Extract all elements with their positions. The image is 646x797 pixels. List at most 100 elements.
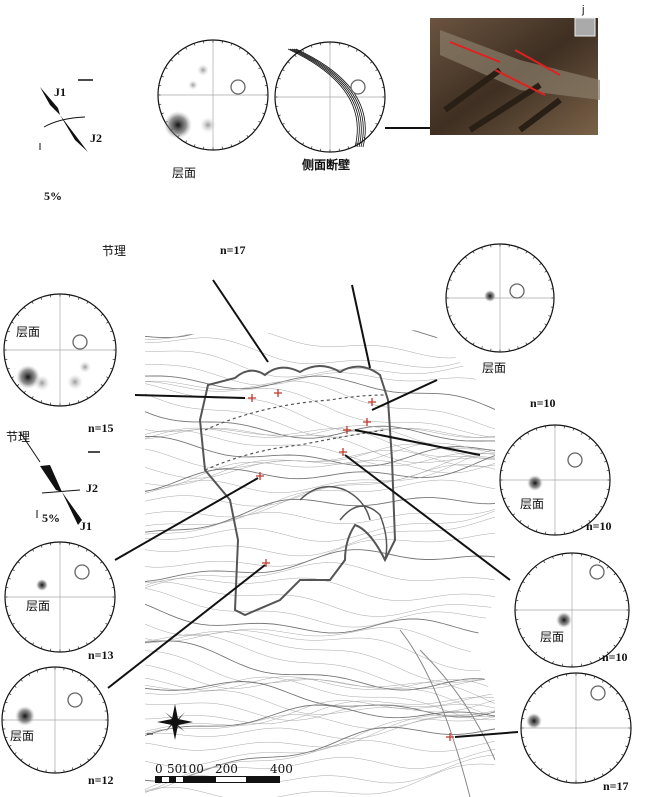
contour-line xyxy=(145,640,495,691)
sample-cross xyxy=(446,733,454,741)
pole-density xyxy=(15,706,35,726)
road xyxy=(399,629,471,797)
great-circle xyxy=(287,48,358,148)
slope-pole-circle xyxy=(350,79,366,95)
road xyxy=(419,649,495,761)
contour-line xyxy=(145,453,495,507)
contour-line xyxy=(145,577,495,601)
scale-tick-label: 200 xyxy=(215,762,238,776)
count-right-middle: n=10 xyxy=(602,650,628,664)
contour-line xyxy=(145,581,495,617)
bedding-label-right-top: 层面 xyxy=(482,361,506,375)
slope-pole-circle xyxy=(509,283,525,299)
pole-density xyxy=(526,713,542,729)
contour-line xyxy=(145,664,495,705)
contour-line xyxy=(145,709,495,751)
contour-line xyxy=(145,454,495,493)
contour-line xyxy=(145,676,495,721)
landslide-boundary xyxy=(198,365,397,617)
contour-line xyxy=(145,428,495,459)
rose-diagram-left xyxy=(19,431,100,525)
count-left-middle: n=13 xyxy=(88,648,114,662)
contour-line xyxy=(145,411,495,442)
contour-line xyxy=(145,393,495,438)
bedding-label-top: 层面 xyxy=(172,166,196,180)
count-right-upper: n=10 xyxy=(586,519,612,533)
slope-pole-circle xyxy=(72,334,88,350)
stereonet-top-bedding xyxy=(157,39,269,151)
north-arrow-icon xyxy=(147,704,193,740)
contour-line xyxy=(145,516,495,557)
contour-line xyxy=(145,330,495,359)
sample-cross xyxy=(339,448,347,456)
pole-density xyxy=(34,375,50,391)
pole-density xyxy=(67,374,83,390)
scale-tick-label: 50 xyxy=(167,762,182,776)
stereonet-left-lower xyxy=(1,666,109,774)
sample-cross xyxy=(363,418,371,426)
contour-line xyxy=(145,330,495,345)
great-circle xyxy=(289,48,360,148)
j2-label: J2 xyxy=(90,131,102,145)
stereonet-right-top xyxy=(445,243,555,353)
contour-line xyxy=(145,714,495,734)
rose-scale-label-left: 5% xyxy=(42,511,60,525)
scale-tick-label: 0 xyxy=(155,762,163,776)
contour-line xyxy=(145,634,495,689)
contour-line xyxy=(145,693,495,721)
pole-density xyxy=(484,290,496,302)
contour-line xyxy=(145,700,495,732)
contour-line xyxy=(145,497,495,533)
contour-line xyxy=(145,449,495,486)
bedding-label-right-upper: 层面 xyxy=(520,497,544,511)
sample-cross xyxy=(262,559,270,567)
count-right-lower: n=17 xyxy=(603,779,629,793)
j1-label-left: J1 xyxy=(80,519,92,533)
stereonet-left-middle xyxy=(4,541,116,653)
contour-line xyxy=(145,704,495,736)
rose-scale-label: 5% xyxy=(44,189,62,203)
pole-density xyxy=(36,579,48,591)
sample-cross xyxy=(256,472,264,480)
landslide-crosses xyxy=(248,389,454,741)
bedding-label-left-middle: 层面 xyxy=(26,599,50,613)
contour-line xyxy=(145,754,495,790)
contour-line xyxy=(145,449,495,494)
scale-tick-label: 400 xyxy=(270,762,293,776)
sample-cross xyxy=(248,394,256,402)
scale-tick-label: 100 xyxy=(181,762,204,776)
contour-line xyxy=(145,479,495,527)
contour-line xyxy=(145,690,495,715)
slope-pole-circle xyxy=(230,79,246,95)
slope-pole-circle xyxy=(590,685,606,701)
j2-label-left: J2 xyxy=(86,481,98,495)
count-top-rose: n=17 xyxy=(220,243,246,257)
stereonet-right-lower xyxy=(520,672,632,784)
contour-line xyxy=(145,562,495,588)
contour-line xyxy=(145,631,495,683)
rose-diagram-top xyxy=(39,79,93,152)
pole-density xyxy=(197,64,209,76)
pole-density xyxy=(164,111,192,139)
stereonet-right-upper xyxy=(499,424,611,536)
sample-cross xyxy=(274,389,282,397)
slope-pole-circle xyxy=(567,452,583,468)
sample-cross xyxy=(368,398,376,406)
contour-line xyxy=(145,676,495,718)
stereonet-right-middle xyxy=(514,552,630,668)
count-left-lower: n=12 xyxy=(88,773,114,787)
pole-density xyxy=(200,117,216,133)
contour-line xyxy=(145,364,495,386)
scale-bar xyxy=(155,776,280,783)
contour-line xyxy=(145,549,495,582)
contour-line xyxy=(145,460,495,491)
pole-density xyxy=(556,612,572,628)
contour-line xyxy=(145,696,495,725)
bedding-label-left-upper: 层面 xyxy=(16,325,40,339)
contour-line xyxy=(145,350,495,378)
joint-label-left: 节理 xyxy=(6,430,30,444)
joint-label: 节理 xyxy=(102,244,126,258)
side-scarp-label: 侧面断壁 xyxy=(302,157,350,172)
contour-line xyxy=(145,380,495,430)
